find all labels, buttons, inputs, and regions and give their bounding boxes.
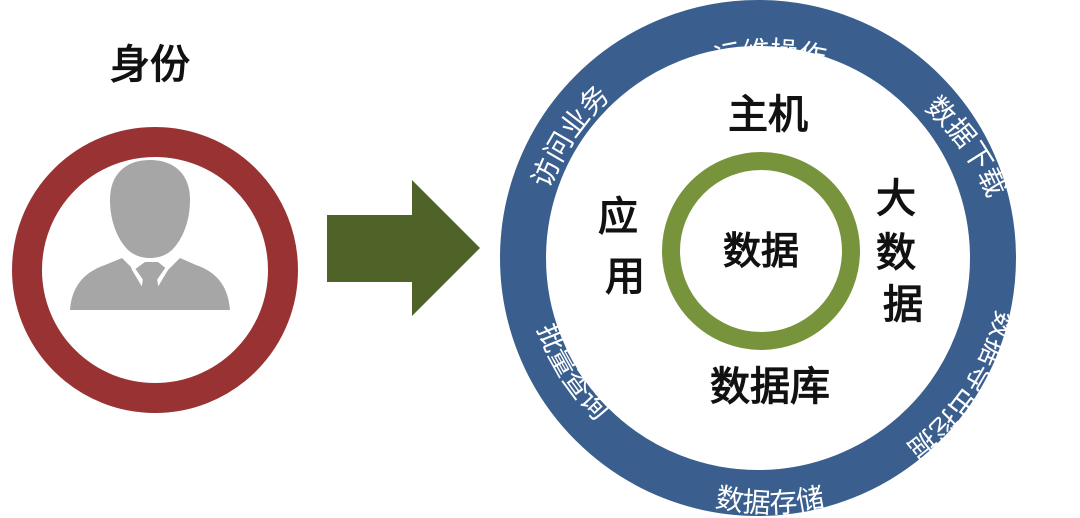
- inner-label-right: 大 数 据: [876, 176, 930, 328]
- target-group: 运维操作 数据下载 数据导出挖掘 数据存储 批量查询 访问业务 主机 应 用: [500, 0, 1022, 518]
- core-ring: [662, 152, 860, 350]
- outer-ring: [500, 0, 1016, 516]
- identity-ring: [12, 127, 298, 413]
- right-arrow-icon: [327, 180, 480, 316]
- inner-label-left: 应 用: [598, 194, 652, 300]
- inner-label-top: 主机: [728, 92, 808, 138]
- identity-label: 身份: [110, 42, 190, 88]
- inner-label-bottom: 数据库: [710, 364, 830, 410]
- identity-group: 身份: [12, 42, 298, 413]
- person-silhouette-icon: [70, 160, 230, 310]
- core-label: 数据: [723, 229, 799, 273]
